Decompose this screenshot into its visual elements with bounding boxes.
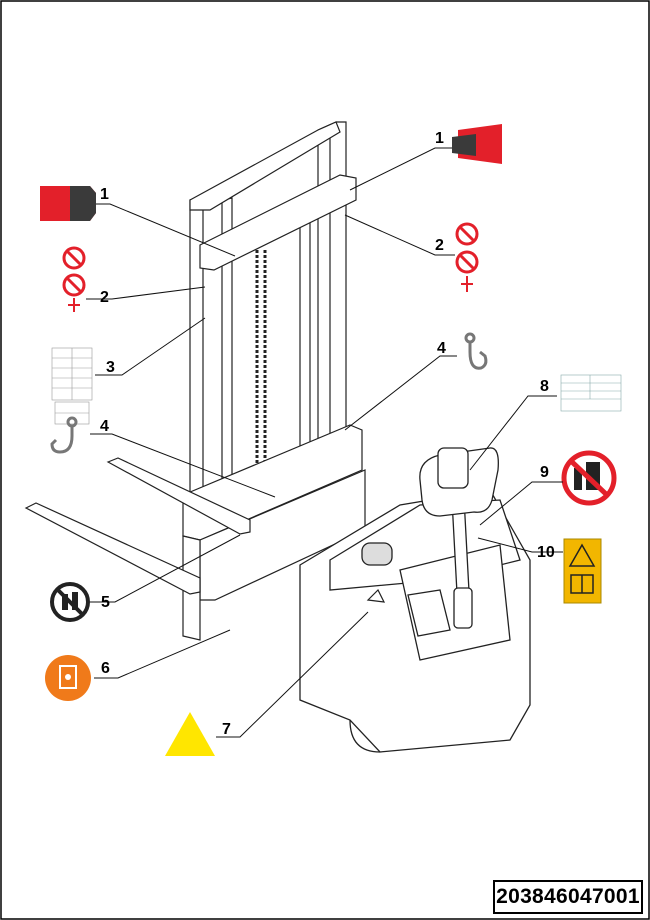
data-plate-icon bbox=[560, 374, 622, 412]
callout-9: 9 bbox=[540, 464, 549, 481]
no-hands-in-mast-icon bbox=[50, 582, 90, 622]
callout-2-left: 2 bbox=[100, 289, 109, 306]
callout-2-right: 2 bbox=[435, 237, 444, 254]
forks bbox=[24, 457, 251, 595]
general-warning-triangle-icon bbox=[165, 712, 215, 756]
battery-warning-icon bbox=[45, 655, 91, 701]
lifting-hook-icon-right bbox=[464, 332, 488, 370]
part-number-box: 203846047001 bbox=[493, 880, 643, 914]
part-number: 203846047001 bbox=[496, 885, 640, 908]
no-riding-icon bbox=[561, 450, 617, 506]
warning-marker-on-truck bbox=[366, 588, 386, 603]
callout-1-left: 1 bbox=[100, 186, 109, 203]
read-manual-warning-icon bbox=[563, 538, 602, 604]
red-warning-stripe-icon-right bbox=[452, 124, 502, 164]
load-capacity-plate-icon bbox=[51, 347, 93, 425]
no-standing-under-icon-left bbox=[62, 246, 86, 312]
truck-body bbox=[299, 489, 531, 753]
lifting-hook-icon-left bbox=[50, 416, 78, 454]
callout-8: 8 bbox=[540, 378, 549, 395]
leader-lines bbox=[86, 147, 563, 738]
red-warning-stripe-icon-left bbox=[40, 186, 96, 221]
callout-4-left: 4 bbox=[100, 418, 109, 435]
callout-7: 7 bbox=[222, 721, 231, 738]
callout-4-right: 4 bbox=[437, 340, 446, 357]
mast bbox=[182, 121, 366, 641]
callout-10: 10 bbox=[537, 544, 555, 561]
callout-3: 3 bbox=[106, 359, 115, 376]
callout-6: 6 bbox=[101, 660, 110, 677]
callout-1-right: 1 bbox=[435, 130, 444, 147]
callout-5: 5 bbox=[101, 594, 110, 611]
no-standing-under-icon-right bbox=[455, 222, 479, 292]
callout-numbers: 1 1 2 2 3 4 4 8 9 10 5 6 7 bbox=[100, 130, 555, 738]
tiller bbox=[419, 447, 499, 629]
